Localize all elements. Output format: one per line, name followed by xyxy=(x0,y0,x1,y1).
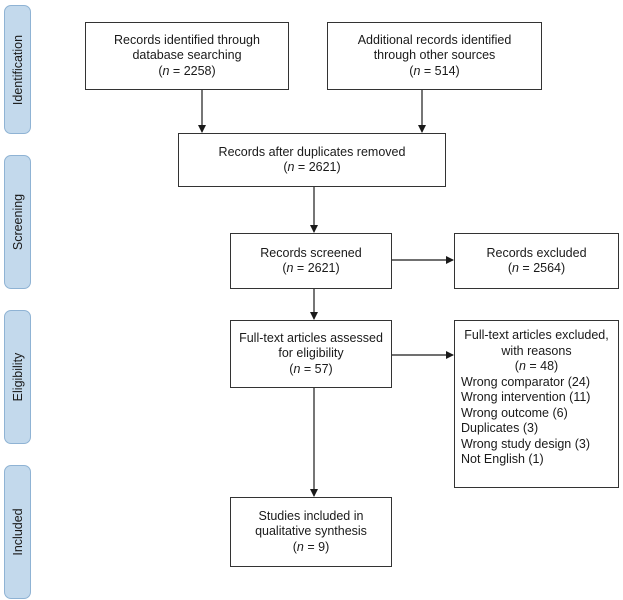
exclusion-reason: Wrong intervention (11) xyxy=(461,390,591,404)
exclusion-reason: Wrong comparator (24) xyxy=(461,374,590,389)
exclusion-reason: Wrong outcome (6) xyxy=(461,405,568,420)
box-records-excluded: Records excluded (n = 2564) xyxy=(454,233,619,289)
box-fulltext-excluded: Full-text articles excluded, with reason… xyxy=(454,320,619,488)
exclusion-reason: Not English (1) xyxy=(461,452,544,466)
stage-included: Included xyxy=(4,465,31,599)
box-other-sources: Additional records identified through ot… xyxy=(327,22,542,90)
box-duplicates-removed: Records after duplicates removed (n = 26… xyxy=(178,133,446,187)
box-studies-included: Studies included in qualitative synthesi… xyxy=(230,497,392,567)
exclusion-reason: Wrong study design (3) xyxy=(461,436,590,451)
stage-eligibility: Eligibility xyxy=(4,310,31,444)
box-database-records: Records identified through database sear… xyxy=(85,22,289,90)
box-records-screened: Records screened (n = 2621) xyxy=(230,233,392,289)
box-fulltext-assessed: Full-text articles assessed for eligibil… xyxy=(230,320,392,388)
exclusion-reason: Duplicates (3) xyxy=(461,421,539,435)
stage-screening: Screening xyxy=(4,155,31,289)
stage-identification: Identification xyxy=(4,5,31,134)
